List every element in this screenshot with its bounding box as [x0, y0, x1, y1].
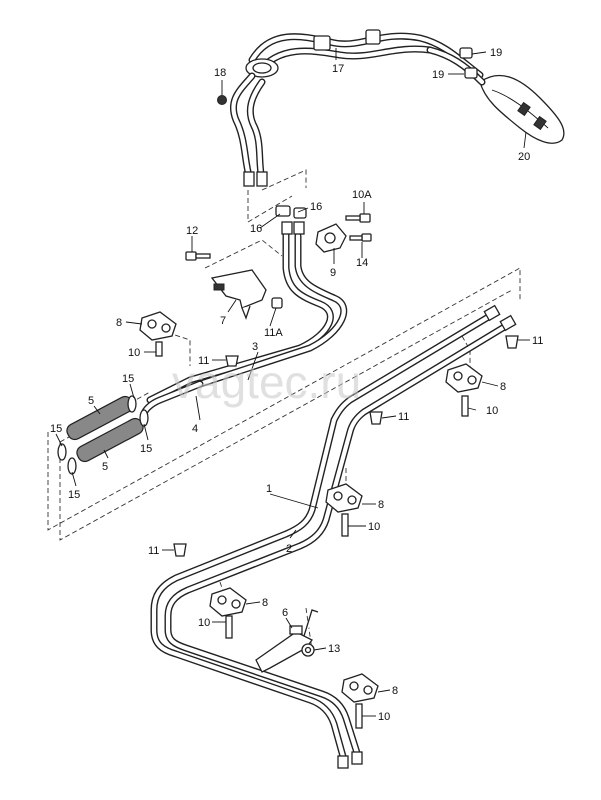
- callout-8: 8: [262, 597, 268, 609]
- callout-11A: 11A: [264, 327, 283, 339]
- pipe-3: [146, 221, 348, 404]
- clamp-8-b: [445, 363, 483, 417]
- hose-end: [256, 171, 268, 187]
- callout-10: 10: [128, 347, 140, 359]
- nut-13: [301, 643, 315, 657]
- unit-20: [426, 46, 565, 144]
- callout-10: 10: [198, 617, 210, 629]
- callout-10A: 10A: [352, 189, 372, 201]
- clamp-9: [315, 223, 347, 253]
- bracket-7: [210, 269, 267, 320]
- clip-block: [313, 35, 331, 51]
- callout-labels: 17 19 19 18 20 10A 16 16 12 9 14 7 11A 8…: [50, 47, 543, 723]
- pipe-end: [351, 751, 363, 765]
- callout-16: 16: [310, 201, 322, 213]
- callout-8: 8: [378, 499, 384, 511]
- callout-15: 15: [140, 443, 152, 455]
- callout-20: 20: [518, 151, 530, 163]
- callout-6: 6: [282, 607, 288, 619]
- callout-15: 15: [68, 489, 80, 501]
- bolt-14: [349, 233, 372, 242]
- callout-7: 7: [220, 315, 226, 327]
- callout-5: 5: [88, 395, 94, 407]
- callout-1: 1: [266, 483, 272, 495]
- hose-end: [243, 171, 255, 187]
- callout-3: 3: [252, 341, 258, 353]
- callout-8: 8: [500, 381, 506, 393]
- pipe-2: [164, 304, 517, 769]
- callout-14: 14: [356, 257, 368, 269]
- clamp-8-e: [341, 673, 379, 729]
- hose-clamps-15: [57, 395, 149, 475]
- callout-17: 17: [332, 63, 344, 75]
- nuts-11: [173, 335, 519, 557]
- callout-2: 2: [286, 543, 292, 555]
- callout-9: 9: [330, 267, 336, 279]
- hose-assembly-17: [245, 29, 484, 79]
- hose-coupling-inner: [252, 62, 272, 74]
- clamp-8-a: [139, 311, 177, 357]
- callout-8: 8: [392, 685, 398, 697]
- clips-16: [275, 205, 307, 219]
- callout-19: 19: [490, 47, 502, 59]
- nut-11A: [271, 297, 283, 309]
- callout-11: 11: [398, 411, 409, 423]
- bolt-12: [185, 251, 211, 261]
- pipe-1: [150, 312, 494, 764]
- clamp-8-d: [209, 587, 247, 639]
- pipe-end: [337, 755, 349, 769]
- callout-11: 11: [148, 545, 159, 557]
- bolt-10A: [345, 213, 371, 223]
- callout-11: 11: [532, 335, 543, 347]
- pipe-end: [483, 304, 501, 322]
- pipe-end: [499, 314, 517, 332]
- callout-10: 10: [378, 711, 390, 723]
- callout-15: 15: [50, 423, 62, 435]
- callout-12: 12: [186, 225, 198, 237]
- callout-11: 11: [198, 355, 209, 367]
- callout-10: 10: [486, 405, 498, 417]
- nut-18: [217, 95, 227, 105]
- callout-10: 10: [368, 521, 380, 533]
- clamp-19: [459, 47, 478, 79]
- pipe-end: [281, 221, 293, 235]
- watermark: vagtec.ru: [172, 356, 361, 408]
- callout-8: 8: [116, 317, 122, 329]
- callout-18: 18: [214, 67, 226, 79]
- leader-lines: [55, 48, 530, 717]
- pipe-end: [293, 221, 305, 235]
- callout-5: 5: [102, 461, 108, 473]
- callout-4: 4: [192, 423, 198, 435]
- callout-13: 13: [328, 643, 340, 655]
- callout-19: 19: [432, 69, 444, 81]
- down-hoses: [229, 72, 268, 187]
- callout-16: 16: [250, 223, 262, 235]
- clamp-8-c: [325, 483, 363, 537]
- clip-block: [365, 29, 381, 45]
- callout-15: 15: [122, 373, 134, 385]
